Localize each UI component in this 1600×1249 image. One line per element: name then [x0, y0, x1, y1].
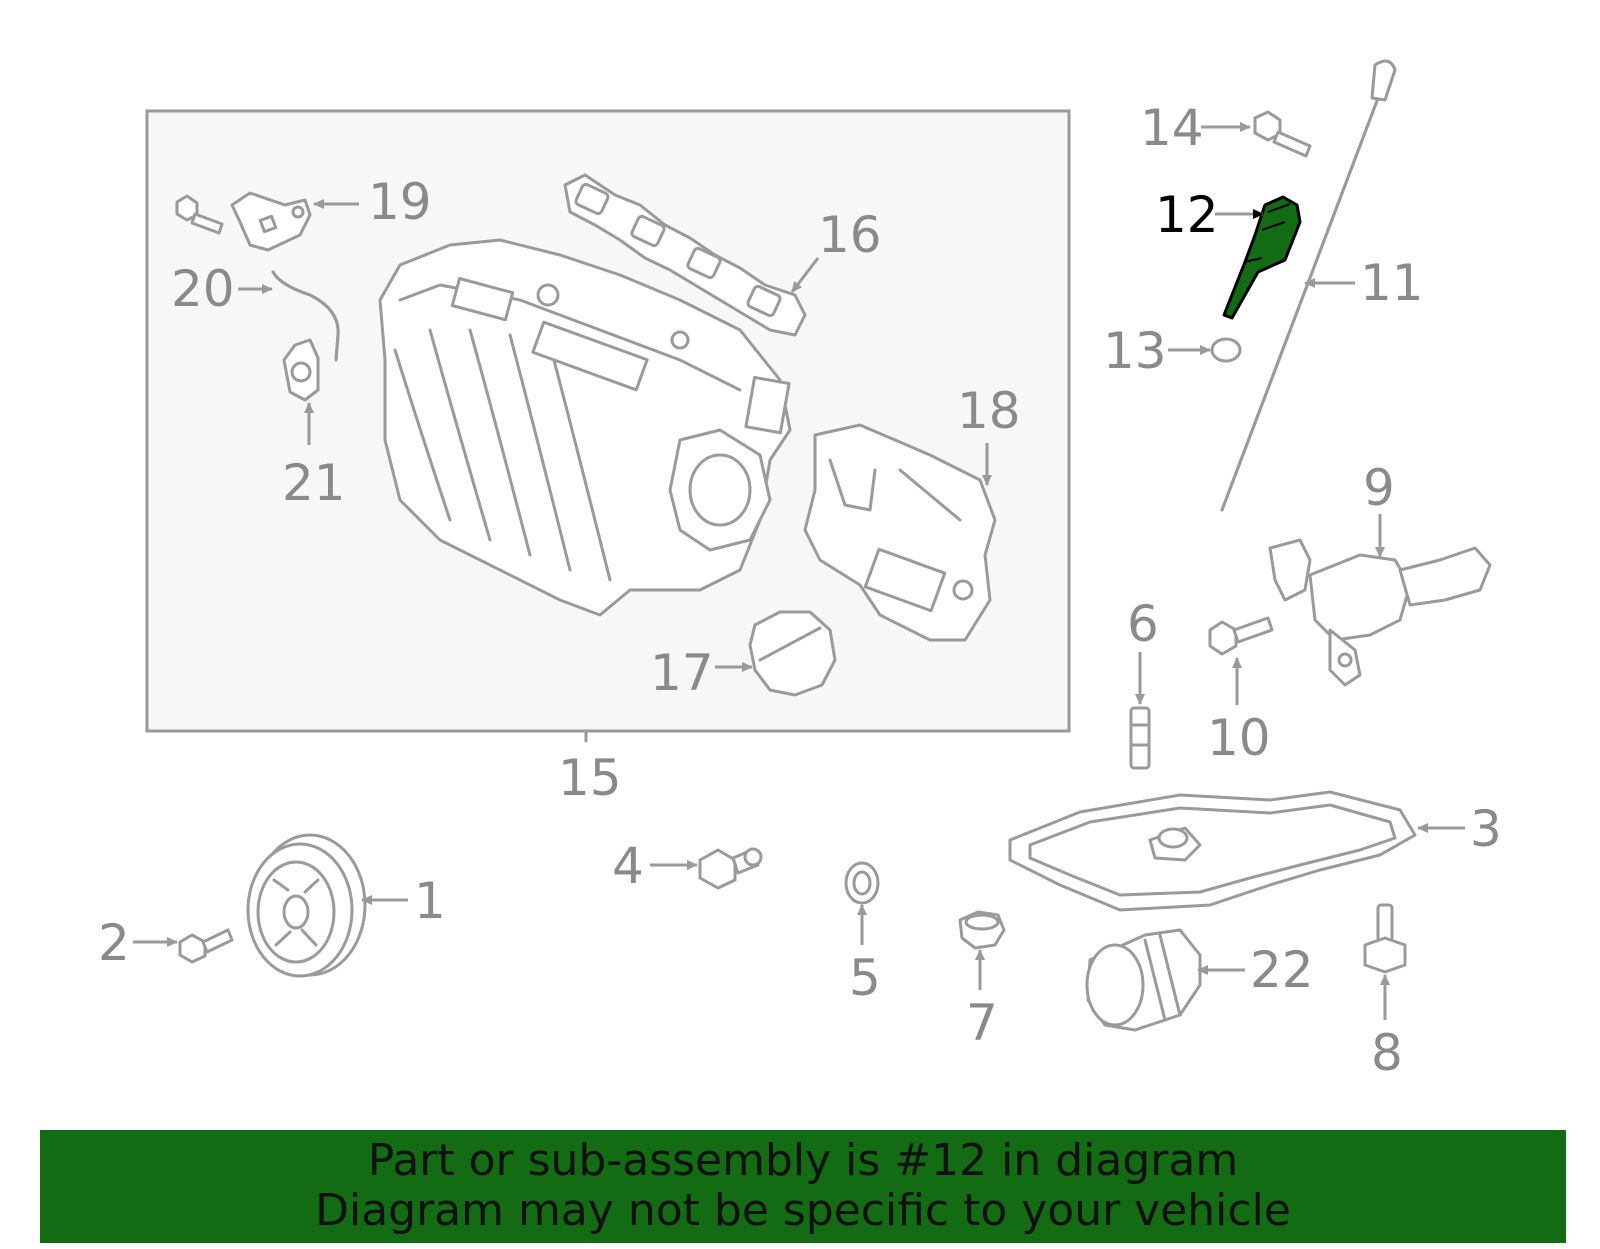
callout-12[interactable]: 12 — [1155, 186, 1219, 244]
oil-pan-part[interactable] — [1008, 790, 1417, 912]
manifold-gasket-part[interactable] — [563, 173, 807, 337]
callout-18[interactable]: 18 — [957, 382, 1021, 440]
pulley-bolt-part[interactable] — [178, 928, 234, 964]
callout-21[interactable]: 21 — [282, 454, 346, 512]
dipstick-guide-part-highlighted[interactable] — [1222, 195, 1302, 320]
banner-line-1: Part or sub-assembly is #12 in diagram — [367, 1135, 1239, 1186]
callout-14[interactable]: 14 — [1140, 99, 1204, 157]
callout-10[interactable]: 10 — [1207, 709, 1271, 767]
gasket-part-21[interactable] — [282, 338, 320, 402]
bolt-part-14[interactable] — [1253, 110, 1312, 158]
stud-part[interactable] — [1129, 706, 1151, 770]
callout-20[interactable]: 20 — [171, 260, 235, 318]
callout-6[interactable]: 6 — [1127, 595, 1159, 653]
callout-1[interactable]: 1 — [414, 872, 446, 930]
callout-4[interactable]: 4 — [612, 837, 644, 895]
callout-3[interactable]: 3 — [1470, 800, 1502, 858]
callout-16[interactable]: 16 — [818, 206, 882, 264]
bolt-part-19[interactable] — [175, 194, 224, 235]
callout-19[interactable]: 19 — [368, 173, 432, 231]
callout-22[interactable]: 22 — [1250, 941, 1314, 999]
plug-part-7[interactable] — [958, 910, 1006, 950]
callout-9[interactable]: 9 — [1363, 459, 1395, 517]
callout-5[interactable]: 5 — [849, 949, 881, 1007]
callout-2[interactable]: 2 — [98, 914, 130, 972]
engine-cover-part[interactable] — [803, 423, 997, 642]
intake-manifold-part[interactable] — [378, 238, 792, 617]
callout-13[interactable]: 13 — [1103, 322, 1167, 380]
oil-pressure-switch-part[interactable] — [698, 847, 763, 890]
o-ring-part-13[interactable] — [1210, 337, 1242, 363]
callout-15[interactable]: 15 — [558, 749, 622, 807]
oil-control-valve-part[interactable] — [1268, 538, 1492, 687]
cap-part[interactable] — [748, 610, 837, 697]
dipstick-part[interactable] — [1220, 59, 1397, 512]
callout-8[interactable]: 8 — [1371, 1024, 1403, 1082]
callout-17[interactable]: 17 — [650, 644, 714, 702]
banner-line-2: Diagram may not be specific to your vehi… — [315, 1185, 1291, 1236]
drain-plug-part[interactable] — [1363, 903, 1407, 974]
bracket-part[interactable] — [230, 191, 312, 252]
bolt-part-10[interactable] — [1208, 616, 1274, 656]
leader-lines — [133, 122, 1465, 1020]
callout-labels: 1 2 3 4 5 6 7 8 9 10 11 12 13 14 15 16 1… — [98, 99, 1502, 1082]
crankshaft-pulley-part[interactable] — [246, 833, 367, 978]
info-banner: Part or sub-assembly is #12 in diagram D… — [40, 1130, 1566, 1243]
callout-11[interactable]: 11 — [1360, 254, 1424, 312]
oil-filter-part[interactable] — [1085, 928, 1202, 1032]
callout-7[interactable]: 7 — [966, 994, 998, 1052]
